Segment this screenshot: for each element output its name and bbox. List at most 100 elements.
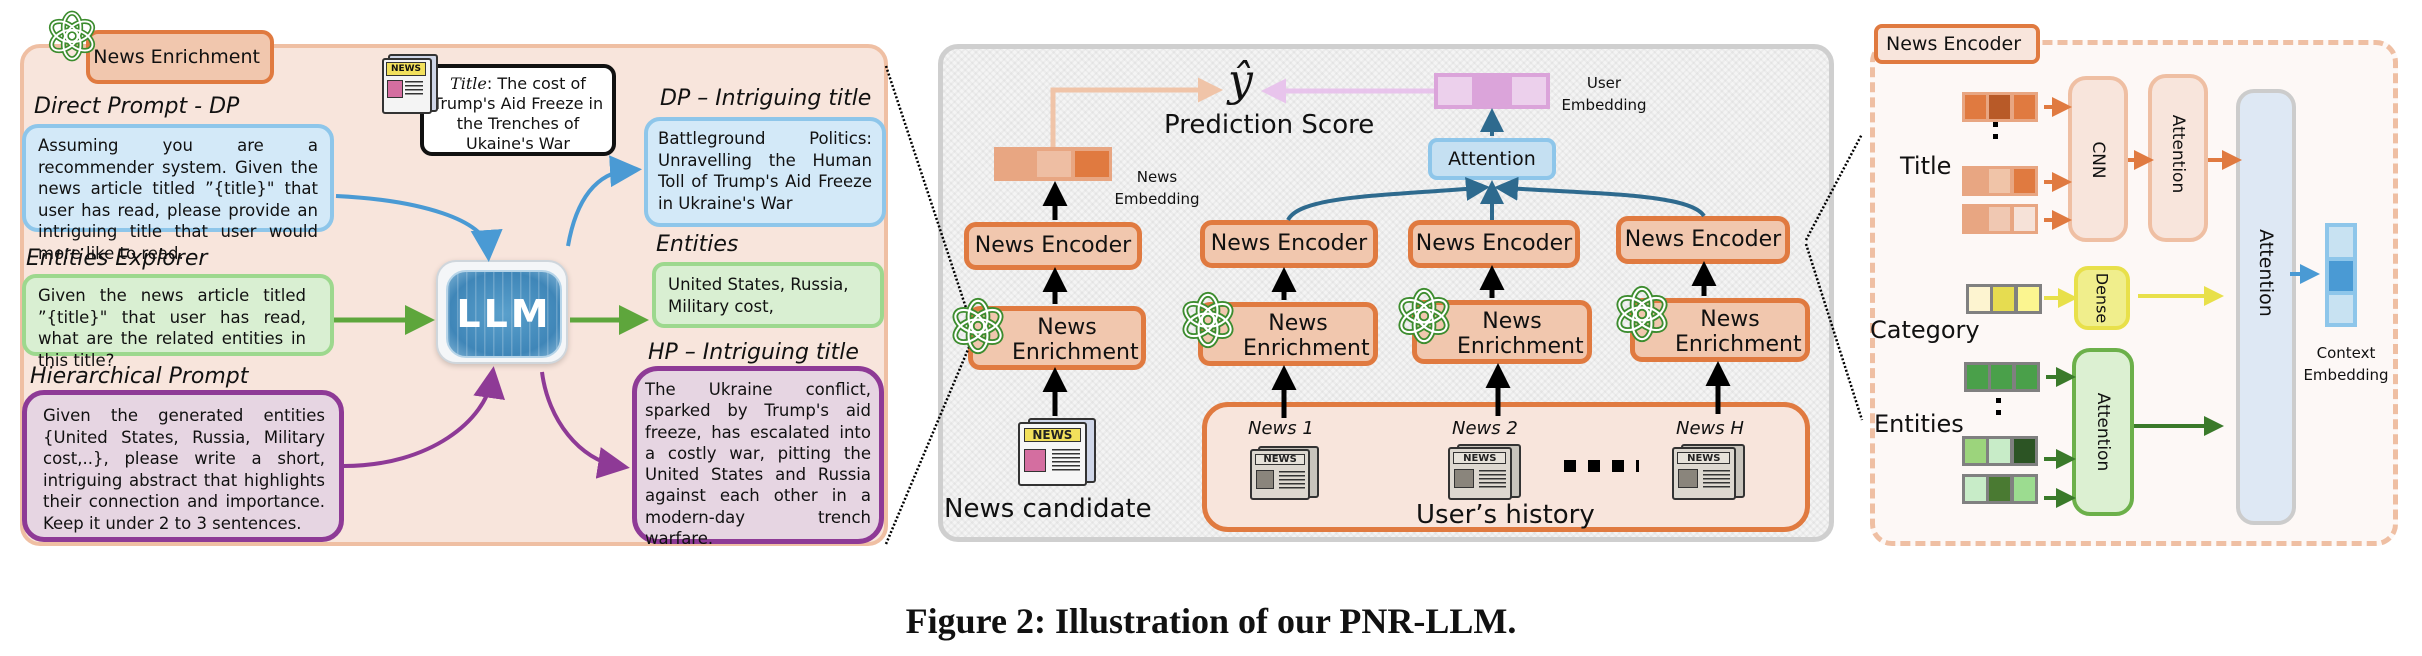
- title-attention-block: Attention: [2148, 74, 2208, 242]
- entity-vector-2: [1962, 436, 2038, 466]
- input-label-title: Title: [1900, 152, 1952, 180]
- news-enrichment-label: News Enrichment: [1243, 311, 1370, 361]
- news-encoder-label: News Encoder: [1415, 231, 1573, 256]
- llm-label: LLM: [456, 292, 552, 336]
- vector-cell: [1989, 95, 2011, 119]
- history-news-enrichment-1: News Enrichment: [1198, 302, 1378, 366]
- user-history-label: User’s history: [1416, 500, 1595, 530]
- vector-cell: [2013, 207, 2035, 231]
- history-news-enrichment-2: News Enrichment: [1412, 300, 1592, 364]
- input-title-text: : The cost of Trump's Aid Freeze in the …: [432, 74, 604, 153]
- input-label-category: Category: [1870, 316, 1980, 344]
- history-news-encoder-1: News Encoder: [1200, 220, 1378, 268]
- news-enrichment-label: News Enrichment: [1457, 309, 1584, 359]
- prompt-box-dp: Assuming you are a recommender system. G…: [22, 124, 334, 263]
- prediction-symbol: ŷ: [1228, 55, 1253, 106]
- output-label-entities: Entities: [656, 232, 739, 257]
- news-encoder-label: News Encoder: [1210, 231, 1368, 256]
- prompt-box-hp: Given the generated entities {United Sta…: [22, 390, 344, 542]
- news-embedding-label: News Embedding: [1114, 168, 1200, 208]
- candidate-news-encoder: News Encoder: [964, 222, 1142, 270]
- news-encoder-label: News Encoder: [974, 233, 1132, 258]
- prompt-label-hp: Hierarchical Prompt: [30, 364, 249, 389]
- user-embedding-label: User Embedding: [1561, 74, 1647, 114]
- output-box-dp: Battleground Politics: Unravelling the H…: [644, 117, 886, 227]
- category-vector: [1966, 284, 2042, 314]
- output-label-dp: DP – Intriguing title: [660, 86, 872, 111]
- vector-cell: [1989, 439, 2011, 463]
- vector-cell: [2013, 169, 2035, 193]
- news-enrichment-label: News Enrichment: [1012, 315, 1139, 365]
- figure-caption: Figure 2: Illustration of our PNR-LLM.: [905, 601, 1517, 641]
- news-enrichment-label: News Enrichment: [1675, 307, 1802, 357]
- prompt-label-dp: Direct Prompt - DP: [34, 94, 240, 119]
- vector-cell: [2013, 95, 2035, 119]
- newspaper-icon-label: NEWS: [1254, 453, 1306, 466]
- llm-icon: LLM: [436, 260, 568, 364]
- vector-cell: [2017, 287, 2039, 311]
- vector-cell: [2013, 477, 2035, 501]
- entity-vector-3: [1962, 474, 2038, 504]
- title-vector-3: [1962, 204, 2038, 234]
- title-vector-1: [1962, 92, 2038, 122]
- title-attention-label: Attention: [2168, 114, 2188, 194]
- title-vector-2: [1962, 166, 2038, 196]
- entity-vector-1: [1964, 362, 2040, 392]
- prediction-label: Prediction Score: [1164, 110, 1375, 140]
- cnn-label: CNN: [2088, 141, 2108, 179]
- vector-cell: [2013, 439, 2035, 463]
- vector-cell: [1965, 207, 1986, 231]
- entity-attention-block: Attention: [2072, 348, 2134, 516]
- user-embedding-vector: [1434, 73, 1550, 109]
- enrichment-title: News Enrichment: [93, 46, 260, 68]
- vector-cell: [1965, 95, 1986, 119]
- news-embedding-vector: [994, 147, 1112, 181]
- history-newspaper-icon-2: NEWS: [1448, 444, 1522, 500]
- vector-cell: [1989, 477, 2011, 501]
- vector-cell: [1969, 287, 1990, 311]
- prompt-box-entities: Given the news article titled ”{title}" …: [22, 274, 334, 370]
- history-item-label-h: News H: [1676, 418, 1744, 439]
- user-attention-label: Attention: [1448, 148, 1536, 170]
- vector-cell: [1965, 169, 1986, 193]
- input-title-box: Title: The cost of Trump's Aid Freeze in…: [420, 64, 616, 156]
- cnn-block: CNN: [2068, 76, 2128, 242]
- encoder-title-tab: News Encoder: [1874, 24, 2040, 64]
- vector-cell: [1967, 365, 1988, 389]
- history-item-label-2: News 2: [1452, 418, 1518, 439]
- history-news-encoder-2: News Encoder: [1408, 220, 1580, 268]
- dense-block: Dense: [2074, 266, 2130, 330]
- fusion-attention-block: Attention: [2236, 89, 2296, 525]
- vector-cell: [1989, 207, 2011, 231]
- newspaper-icon-label: NEWS: [1453, 451, 1507, 465]
- news-candidate-label: News candidate: [944, 494, 1152, 524]
- vector-cell: [1965, 477, 1986, 501]
- vector-cell: [1989, 169, 2011, 193]
- encoder-title: News Encoder: [1886, 33, 2022, 55]
- context-embedding-vector: [2325, 223, 2357, 327]
- history-newspaper-icon-1: NEWS: [1250, 446, 1320, 500]
- input-title-prefix: Title: [450, 74, 487, 93]
- context-embedding-label: Context Embedding: [2303, 344, 2389, 384]
- output-box-entities: United States, Russia, Military cost,: [652, 262, 884, 328]
- ellipsis-dots: [1564, 460, 1644, 474]
- vector-cell: [1965, 439, 1986, 463]
- newspaper-icon-label: NEWS: [1677, 451, 1731, 465]
- history-newspaper-icon-h: NEWS: [1672, 444, 1746, 500]
- prompt-label-entities: Entities Explorer: [26, 246, 208, 271]
- vector-cell: [2015, 365, 2037, 389]
- newspaper-icon: NEWS: [382, 54, 438, 114]
- output-label-hp: HP – Intriguing title: [648, 340, 859, 365]
- candidate-news-enrichment: News Enrichment: [968, 306, 1146, 370]
- history-news-encoder-h: News Encoder: [1616, 216, 1790, 264]
- history-item-label-1: News 1: [1248, 418, 1314, 439]
- vector-cell: [1991, 365, 2013, 389]
- history-news-enrichment-h: News Enrichment: [1630, 298, 1810, 362]
- news-encoder-detail-panel: [1870, 40, 2398, 546]
- newspaper-icon-label: NEWS: [1023, 427, 1082, 443]
- dense-label: Dense: [2092, 272, 2112, 324]
- user-attention-block: Attention: [1428, 138, 1556, 180]
- candidate-newspaper-icon: NEWS: [1018, 418, 1098, 486]
- fusion-attention-label: Attention: [2255, 229, 2277, 317]
- vector-cell: [1993, 287, 2015, 311]
